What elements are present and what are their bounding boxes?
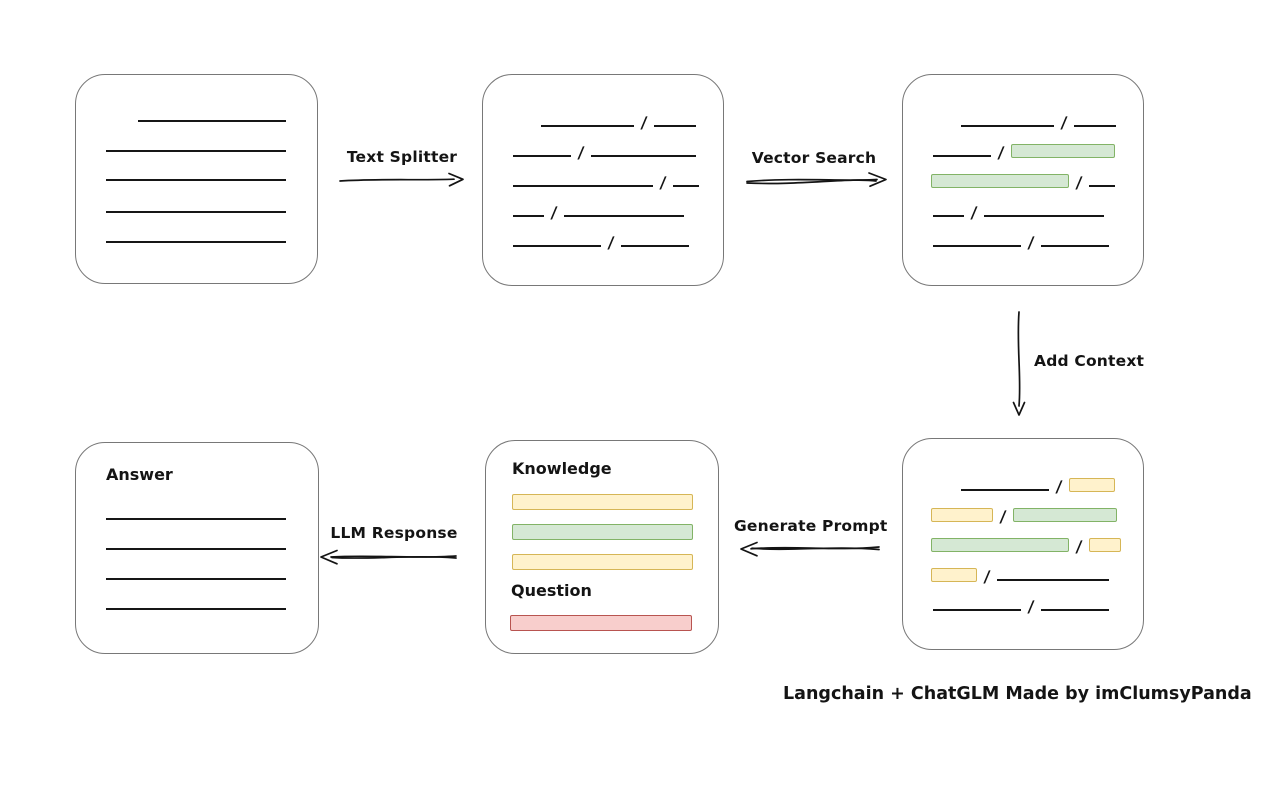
chunk-line [933,155,991,157]
chunk-line [1073,125,1116,127]
context-chunk-yellow [1068,478,1115,492]
answer-node: Answer [75,442,319,654]
chunk-row: / [933,202,1104,222]
document-line [106,150,286,152]
chunk-line [653,125,696,127]
document-line [106,241,286,243]
chunk-separator: / [970,203,978,222]
chunk-line [513,185,653,187]
chunk-line [563,215,684,217]
answer-label: Answer [106,465,173,484]
chunk-separator: / [640,113,648,132]
chunk-line [620,245,689,247]
vector-search-label: Vector Search [751,149,877,167]
document-line [138,120,286,122]
context-chunk-yellow [1088,538,1121,552]
context-chunk-yellow [931,568,977,582]
matched-chunk-green [931,174,1069,188]
document-node [75,74,318,284]
chunk-separator: / [1055,477,1063,496]
matched-chunk-green [1010,144,1115,158]
llm-response-arrow [320,549,457,565]
chunk-row: / [931,172,1115,192]
chunk-row: / [961,112,1116,132]
chunk-line [672,185,699,187]
chunk-row: / [961,476,1115,496]
chunk-line [961,489,1049,491]
answer-line [106,578,286,580]
chunk-line [513,215,544,217]
chunk-row: / [933,596,1109,616]
prompt-node: Knowledge Question [485,440,719,654]
chunk-line [1088,185,1115,187]
chunk-separator: / [550,203,558,222]
chunk-row: / [513,232,689,252]
document-line [106,179,286,181]
chunk-line [513,245,601,247]
chunk-separator: / [1075,173,1083,192]
chunk-separator: / [607,233,615,252]
knowledge-bar-yellow [512,494,693,510]
generate-prompt-arrow [740,541,880,557]
question-label: Question [511,581,592,600]
chunk-separator: / [997,143,1005,162]
split-chunks-node: / / / / / [482,74,724,286]
chunk-line [933,609,1021,611]
add-context-label: Add Context [1034,352,1145,370]
chunk-line [513,155,571,157]
chunk-line [996,579,1109,581]
chunk-row: / [933,232,1109,252]
chunk-row: / [513,202,684,222]
knowledge-label: Knowledge [512,459,612,478]
chunk-line [590,155,696,157]
chunk-row: / [513,172,699,192]
text-splitter-arrow [339,172,464,187]
chunk-row: / [541,112,696,132]
chunk-separator: / [1027,597,1035,616]
chunk-separator: / [1027,233,1035,252]
chunk-line [1040,609,1109,611]
chunk-separator: / [1060,113,1068,132]
chunk-separator: / [999,507,1007,526]
add-context-arrow [1012,311,1026,416]
chunk-separator: / [1075,537,1083,556]
generate-prompt-label: Generate Prompt [734,517,888,535]
chunk-line [983,215,1104,217]
vector-match-node: / / / / / [902,74,1144,286]
text-splitter-label: Text Splitter [346,148,458,166]
chunk-separator: / [659,173,667,192]
answer-line [106,518,286,520]
chunk-row: / [513,142,696,162]
matched-chunk-green [1012,508,1117,522]
chunk-row: / [931,536,1121,556]
caption: Langchain + ChatGLM Made by imClumsyPand… [783,684,1252,704]
chunk-line [1040,245,1109,247]
vector-search-arrow [746,172,887,188]
context-chunk-yellow [931,508,993,522]
llm-response-label: LLM Response [330,524,458,542]
knowledge-bar-yellow [512,554,693,570]
knowledge-bar-green [512,524,693,540]
chunk-row: / [933,142,1115,162]
chunk-separator: / [983,567,991,586]
chunk-line [961,125,1054,127]
chunk-row: / [931,566,1109,586]
matched-chunk-green [931,538,1069,552]
chunk-row: / [931,506,1117,526]
chunk-line [933,215,964,217]
context-chunks-node: / / / / / [902,438,1144,650]
chunk-line [541,125,634,127]
document-line [106,211,286,213]
answer-line [106,608,286,610]
chunk-separator: / [577,143,585,162]
question-bar-red [510,615,692,631]
answer-line [106,548,286,550]
chunk-line [933,245,1021,247]
